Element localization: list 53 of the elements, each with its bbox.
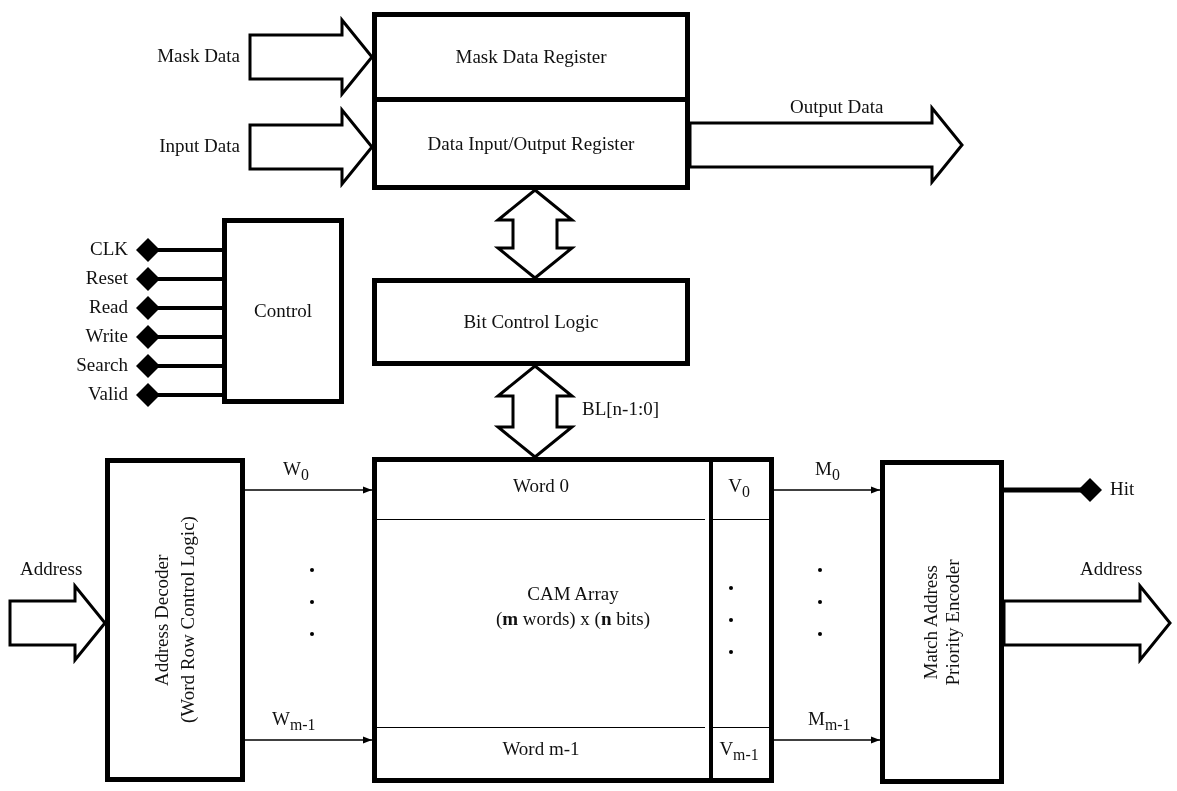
signal-label: W$_{m-1}$ [272,708,316,734]
signal-label: Hit [1110,478,1135,500]
pin-line [136,296,222,320]
signal-label: W$_{0}$ [283,458,309,484]
block-label: Bit Control Logic [462,310,600,334]
signal-label: M$_{m-1}$ [808,708,851,734]
block-label: Match Address Priority Encoder [920,557,964,688]
signal-label: M$_{0}$ [815,458,840,484]
signal-label: BL[n-1:0] [582,398,660,420]
signal-arrow [773,736,881,744]
block-label: Address Decoder [151,553,173,688]
bus-arrow [493,364,577,459]
signal-label: Output Data [790,96,884,118]
signal-label: Address [20,558,83,580]
logic-block [372,278,690,366]
block-label: (m words) x (n bits) [494,607,652,631]
signal-label: Mask Data [157,45,240,67]
signal-label: Input Data [159,135,240,157]
signal-label: Reset [85,267,128,289]
signal-label: Search [76,354,128,376]
bus-arrow [8,581,107,665]
block-label: V$_{0}$ [727,474,751,502]
block-label: Control [252,299,314,323]
block-label: Word 0 [512,474,570,498]
pin-line [136,383,222,407]
block-label: (Word Row Control Logic) [177,515,199,726]
control-block [222,218,344,404]
pin-line [136,325,222,349]
signal-arrow [244,486,373,494]
signal-arrow [244,736,373,744]
signal-label: Address [1080,558,1143,580]
signal-label: Read [88,296,128,318]
block-label: Data Input/Output Register [426,131,636,156]
signal-label: Write [85,325,128,347]
bus-arrow [493,188,577,280]
signal-label: CLK [90,238,128,260]
cam-array-block [372,457,774,783]
pin-line [1004,478,1102,502]
block-label: Mask Data Register [454,45,608,69]
signal-label: Valid [87,383,128,405]
block-label: V$_{m-1}$ [718,736,760,765]
bus-arrow [1002,581,1172,665]
pin-line [136,267,222,291]
pin-line [136,354,222,378]
bus-arrow [248,105,374,189]
bus-arrow [688,103,964,187]
block-label: CAM Array [526,582,620,606]
encoder-block [880,460,1004,784]
signal-arrow [773,486,881,494]
decoder-block [105,458,245,782]
block-label: Word m-1 [501,736,581,761]
bus-arrow [248,15,374,99]
pin-line [136,238,222,262]
